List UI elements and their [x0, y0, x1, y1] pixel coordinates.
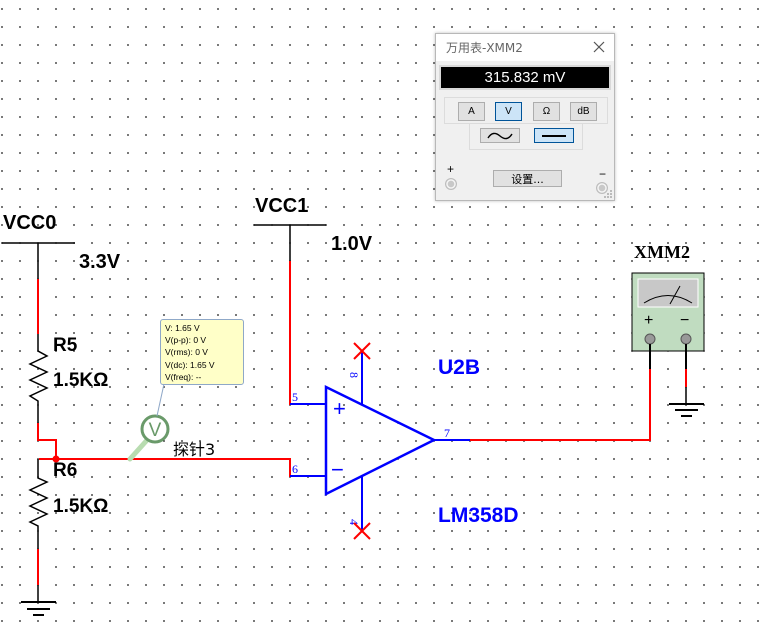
opamp-part: LM358D	[438, 504, 519, 527]
r6-ref: R6	[53, 460, 77, 481]
xmm2-dial-arc	[643, 295, 693, 304]
xmm2-ref: XMM2	[634, 242, 690, 262]
resistor-r5[interactable]: R5 1.5KΩ	[28, 334, 108, 423]
opamp-u2b[interactable]: + − 5 6 7 8 4 U2B LM358D	[290, 350, 519, 531]
multimeter-window[interactable]: 万用表-XMM2 315.832 mV A V Ω dB + 设置... −	[435, 33, 615, 201]
probe-tip-leader	[156, 383, 165, 417]
probe-reading-vpp: V(p-p): 0 V	[165, 335, 207, 346]
probe-icon-letter: V	[149, 420, 162, 441]
wire-output-to-meter[interactable]	[470, 369, 651, 441]
ground-symbol-1	[21, 585, 56, 616]
probe-label: 探针3	[173, 440, 215, 459]
voltage-probe[interactable]: V 探针3	[127, 383, 215, 462]
noconnect-pin4-icon	[353, 522, 371, 540]
signal-type-group	[469, 124, 583, 150]
plus-terminal-label: +	[447, 162, 455, 176]
noninverting-symbol: +	[333, 396, 346, 421]
mode-ohmmeter-button[interactable]: Ω	[533, 102, 560, 121]
dc-mode-button[interactable]	[534, 128, 574, 143]
dc-line-icon	[542, 134, 566, 137]
settings-button[interactable]: 设置...	[493, 170, 562, 187]
measurement-mode-group: A V Ω dB	[444, 97, 608, 124]
vcc1-voltage: 1.0V	[331, 233, 373, 255]
probe-readings-tooltip: V: 1.65 V V(p-p): 0 V V(rms): 0 V V(dc):…	[160, 319, 244, 385]
xmm2-minus-terminal[interactable]	[680, 333, 692, 345]
multimeter-titlebar[interactable]: 万用表-XMM2	[436, 34, 614, 61]
pin6-number: 6	[292, 462, 298, 476]
r5-ref: R5	[53, 335, 78, 356]
ac-mode-button[interactable]	[480, 128, 520, 143]
probe-handle	[127, 436, 151, 462]
probe-reading-vfreq: V(freq): --	[165, 371, 202, 382]
pin5-number: 5	[292, 390, 298, 404]
pin8-number: 8	[347, 372, 361, 378]
vcc0-source[interactable]: VCC0 3.3V	[2, 212, 121, 279]
noconnect-pin8-icon	[353, 342, 371, 360]
vcc1-source[interactable]: VCC1 1.0V	[254, 195, 373, 261]
pin7-number: 7	[444, 426, 450, 440]
mode-decibel-button[interactable]: dB	[570, 102, 597, 121]
mode-ammeter-button[interactable]: A	[458, 102, 485, 121]
pin4-number: 4	[347, 519, 361, 525]
minus-terminal-label: −	[599, 167, 607, 181]
probe-voltage-icon	[140, 414, 170, 444]
multimeter-xmm2-symbol[interactable]: XMM2 + −	[631, 242, 705, 369]
plus-terminal-connector[interactable]	[445, 178, 457, 190]
xmm2-dial	[637, 278, 699, 308]
vcc1-label: VCC1	[255, 195, 308, 217]
junction-dot	[52, 455, 60, 463]
opamp-triangle	[324, 384, 437, 497]
inverting-symbol: −	[331, 457, 344, 482]
vcc0-voltage: 3.3V	[79, 251, 121, 273]
r5-symbol	[28, 334, 49, 423]
close-icon[interactable]	[591, 39, 607, 55]
multimeter-title: 万用表-XMM2	[446, 41, 523, 55]
probe-reading-v: V: 1.65 V	[165, 323, 200, 333]
resistor-r6[interactable]: R6 1.5KΩ	[28, 459, 108, 549]
wire-divider-to-pin6[interactable]	[39, 458, 325, 477]
xmm2-needle	[669, 285, 681, 305]
xmm2-plus: +	[644, 312, 653, 329]
wire-r5-junction[interactable]	[37, 423, 57, 459]
opamp-ref: U2B	[438, 356, 480, 379]
mode-voltmeter-button[interactable]: V	[495, 102, 522, 121]
r6-symbol	[28, 459, 49, 549]
xmm2-plus-terminal[interactable]	[644, 333, 656, 345]
resize-grip-icon[interactable]	[603, 189, 613, 199]
vcc0-label: VCC0	[3, 212, 56, 234]
ground-symbol-2	[669, 387, 704, 417]
wire-vcc1-pin5[interactable]	[289, 261, 295, 405]
multimeter-reading-display: 315.832 mV	[439, 65, 611, 90]
xmm2-minus: −	[680, 312, 689, 329]
sine-wave-icon	[487, 132, 513, 139]
r6-value: 1.5KΩ	[53, 496, 108, 517]
minus-terminal-connector[interactable]	[596, 182, 608, 194]
r5-value: 1.5KΩ	[53, 370, 108, 391]
probe-reading-vdc: V(dc): 1.65 V	[165, 359, 215, 370]
probe-reading-vrms: V(rms): 0 V	[165, 347, 208, 358]
